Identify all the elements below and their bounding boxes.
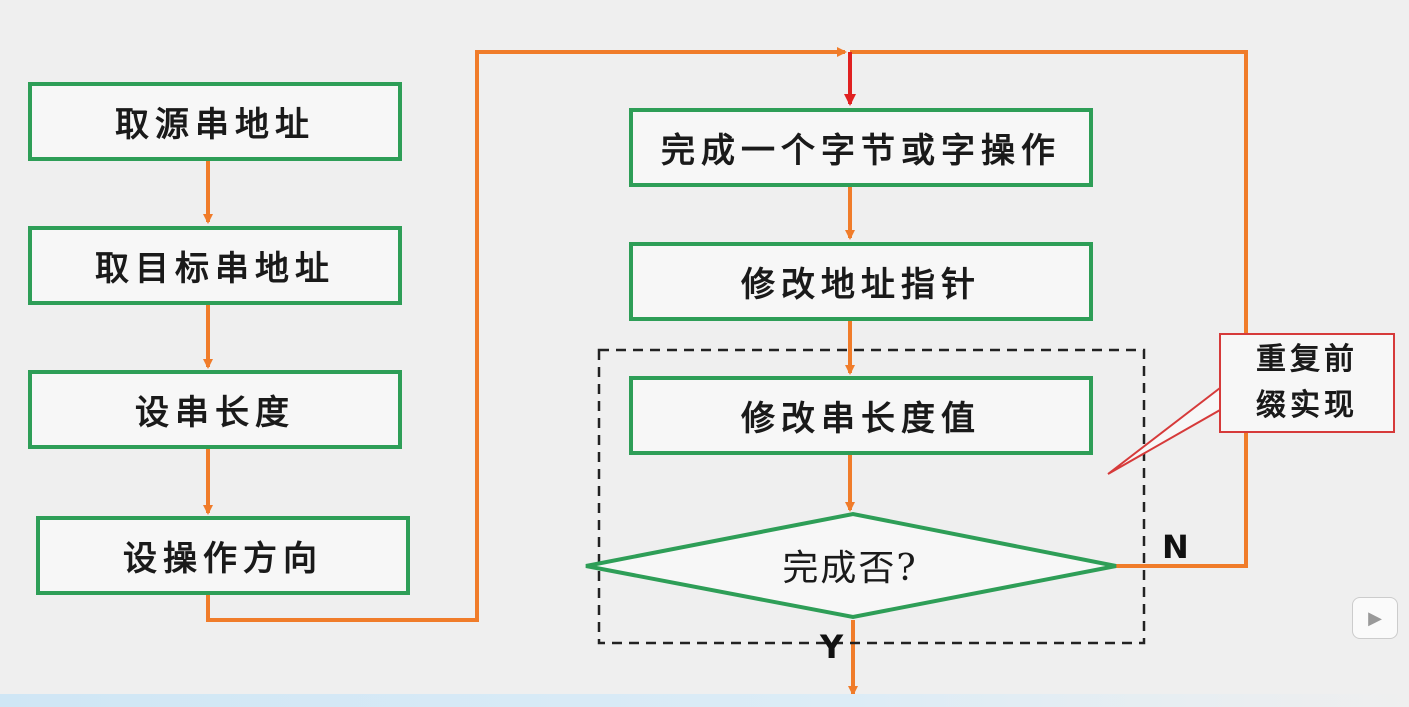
callout-line-1: 重复前	[1256, 342, 1358, 377]
callout-repeat-prefix: 重复前 缀实现	[1219, 333, 1395, 433]
bottom-strip	[0, 694, 1409, 707]
arrow-no-loop	[850, 50, 1248, 568]
step-modify-pointer: 修改地址指针	[629, 242, 1093, 321]
decision-label: 完成否?	[782, 548, 918, 589]
step-set-length: 设串长度	[28, 370, 402, 449]
dashed-region	[597, 348, 1146, 645]
callout-line-2: 缀实现	[1256, 388, 1358, 423]
step-do-operation: 完成一个字节或字操作	[629, 108, 1093, 187]
step-set-direction: 设操作方向	[36, 516, 410, 595]
decision-diamond	[585, 511, 1117, 620]
step-get-source-address: 取源串地址	[28, 82, 402, 161]
arrow-to-loop	[206, 47, 847, 622]
step-get-target-address: 取目标串地址	[28, 226, 402, 305]
play-icon[interactable]: ▶	[1352, 597, 1398, 639]
callout-pointer	[1107, 385, 1221, 475]
yes-label: Y	[820, 628, 844, 666]
step-modify-length: 修改串长度值	[629, 376, 1093, 455]
no-label: N	[1162, 528, 1189, 566]
